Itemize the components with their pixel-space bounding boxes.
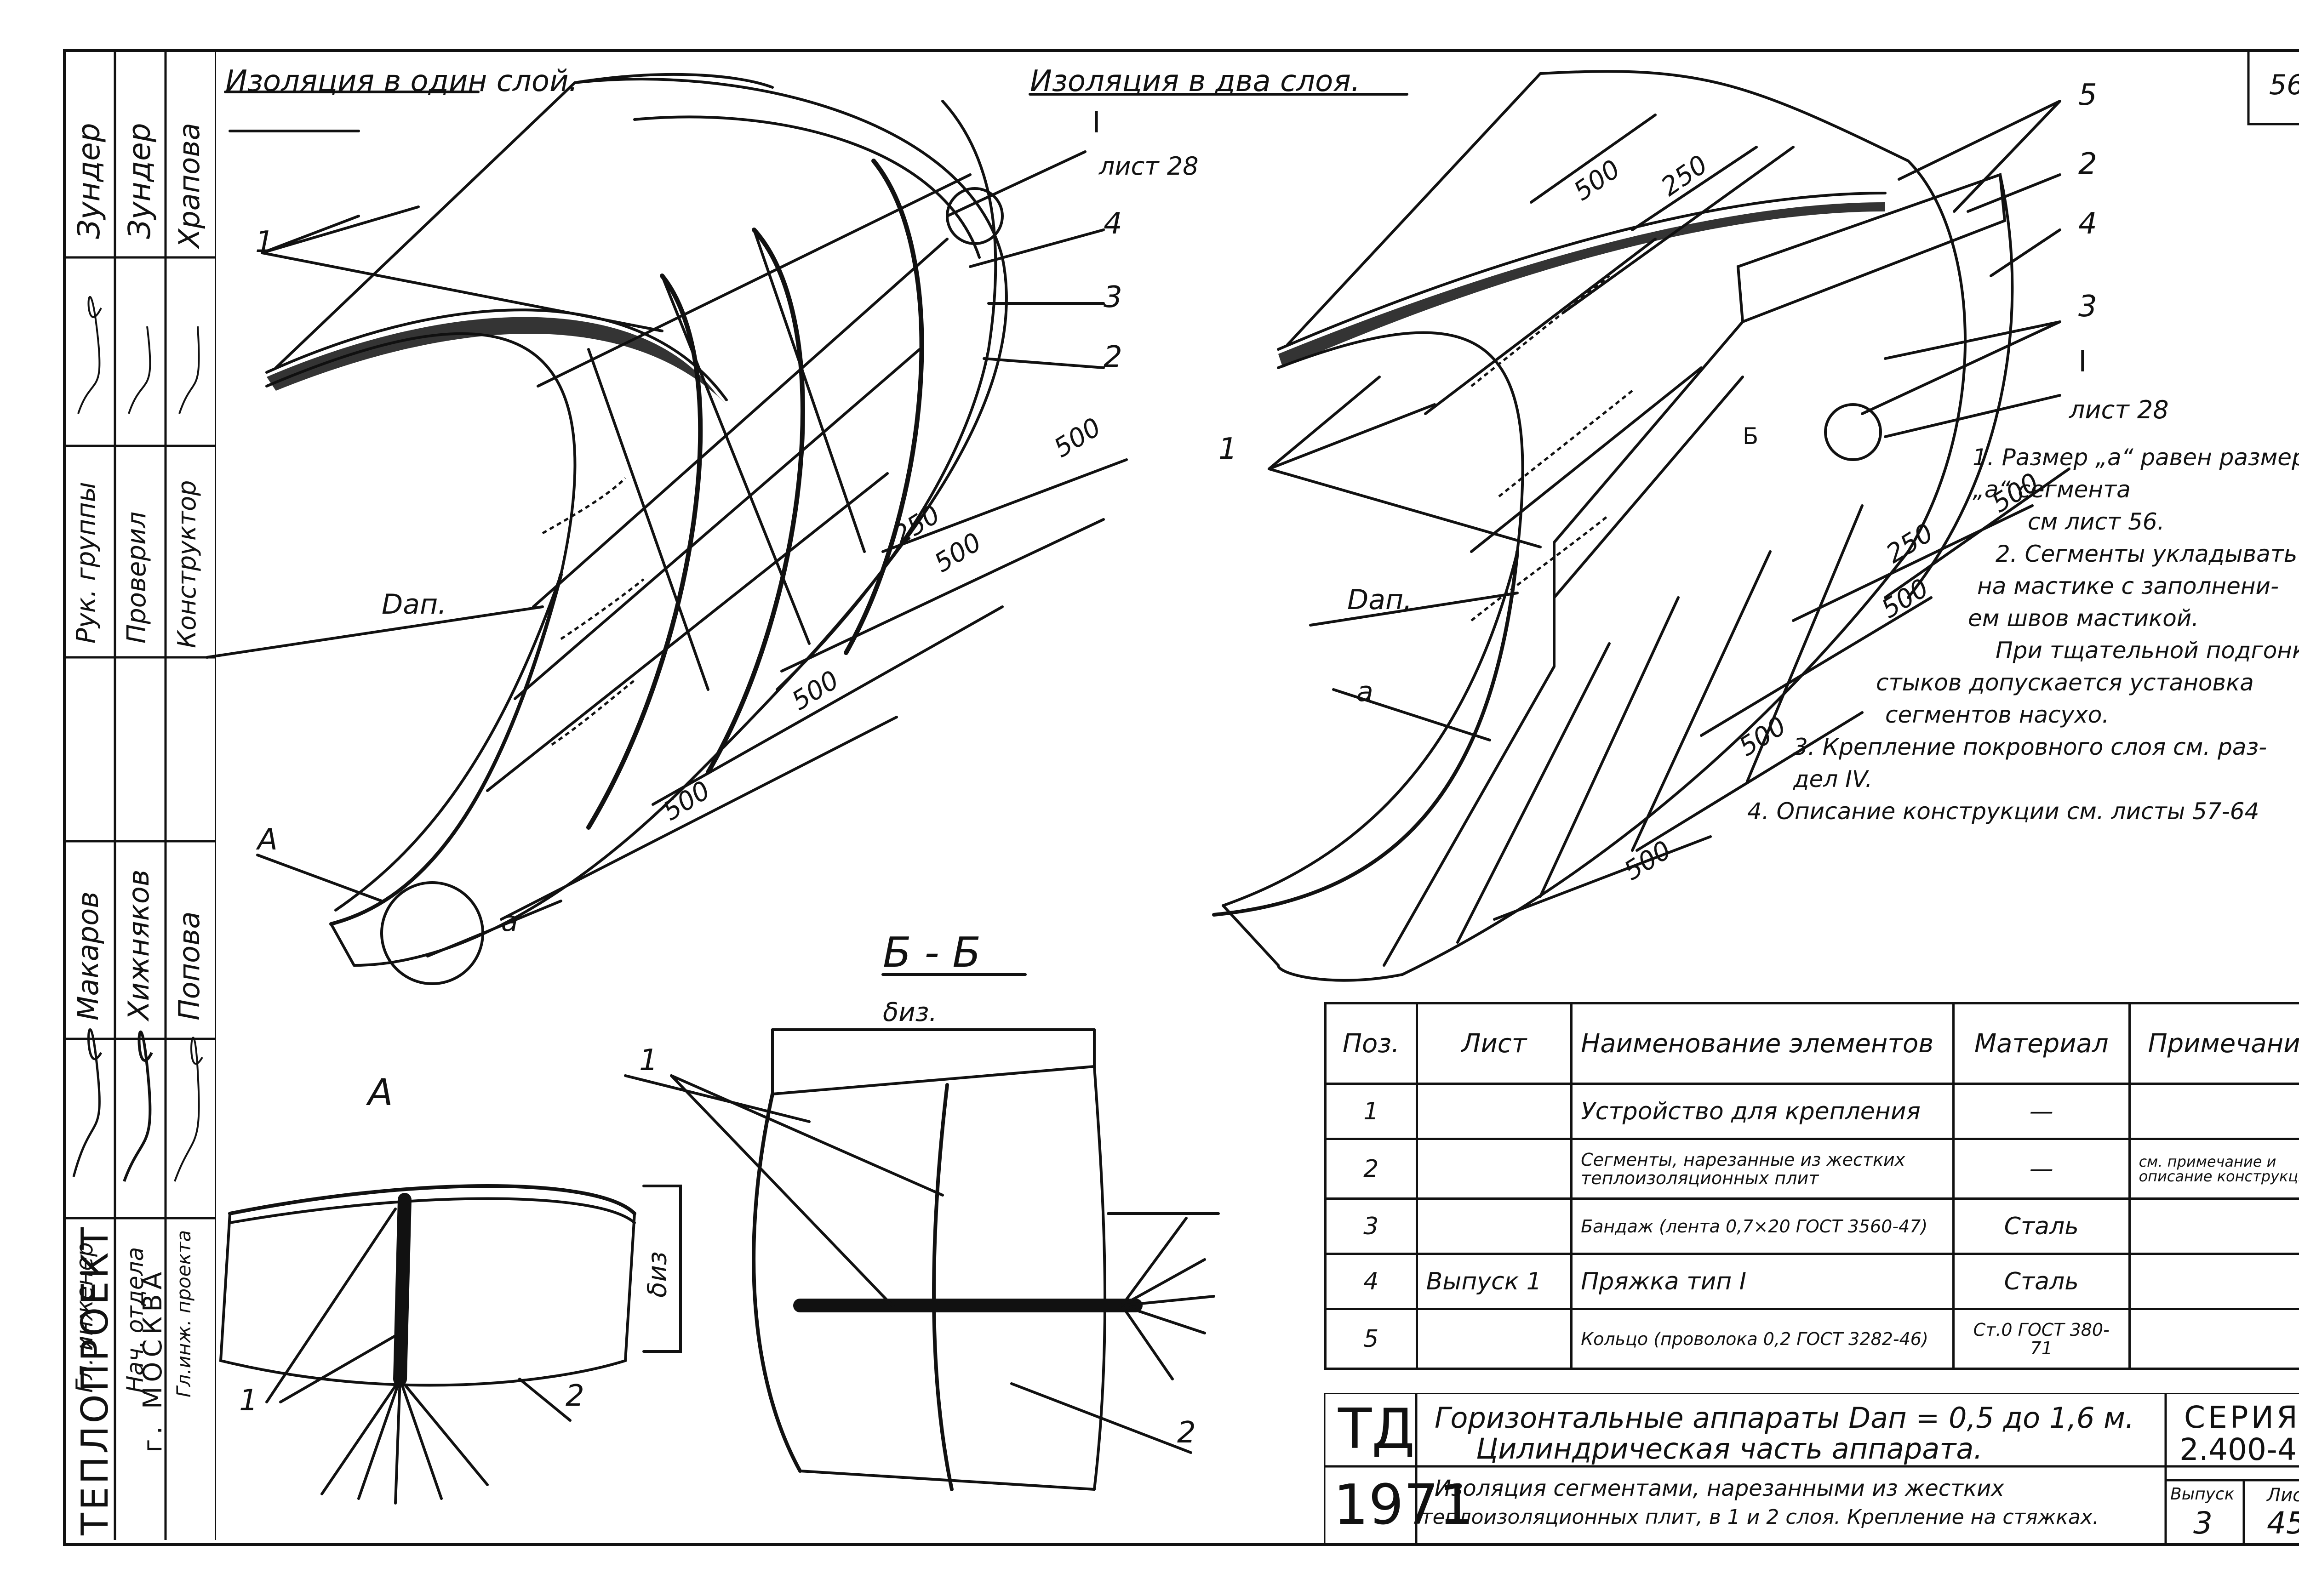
col-header-note: Примечание bbox=[2128, 1002, 2299, 1085]
tb-issue-label: Выпуск bbox=[2170, 1485, 2235, 1504]
table-row: 4 Выпуск 1 Пряжка тип I Сталь bbox=[1324, 1253, 2299, 1310]
note-line: 4. Описание конструкции см. листы 57-64 bbox=[1747, 798, 2259, 825]
notes-block: 1. Размер „а“ равен размеру „а“ сегмента… bbox=[1973, 441, 2299, 538]
right-callout-2: 2 bbox=[2078, 147, 2097, 181]
left-detail-a-ref: А bbox=[257, 823, 278, 857]
specification-table: Поз. Лист Наименование элементов Материа… bbox=[1324, 1002, 2299, 1370]
tb-title-line2: Цилиндрическая часть аппарата. bbox=[1476, 1432, 1983, 1465]
note-line: 3. Крепление покровного слоя см. раз- bbox=[1793, 734, 2267, 760]
right-section-b: Б bbox=[1743, 423, 1759, 450]
note-line: см лист 56. bbox=[2028, 508, 2165, 535]
tb-issue-value: 3 bbox=[2193, 1505, 2213, 1541]
right-ref-sheet: лист 28 bbox=[2069, 395, 2169, 424]
left-callout-2: 2 bbox=[1104, 340, 1122, 374]
left-ref-I: I bbox=[1092, 106, 1101, 140]
heading-single-layer: Изоляция в один слой. bbox=[225, 64, 578, 98]
left-dim-a: а bbox=[501, 906, 518, 938]
left-ref-sheet: лист 28 bbox=[1099, 152, 1199, 181]
table-row: 3 Бандаж (лента 0,7×20 ГОСТ 3560-47) Ста… bbox=[1324, 1197, 2299, 1255]
left-diameter-label: Dап. bbox=[382, 588, 447, 621]
spec-header-row: Поз. Лист Наименование элементов Материа… bbox=[1324, 1002, 2299, 1085]
note-line: ем швов мастикой. bbox=[1968, 605, 2199, 632]
notes-block-2: 2. Сегменты укладывать на мастике с запо… bbox=[1747, 538, 2299, 827]
right-callout-4: 4 bbox=[2078, 207, 2097, 241]
left-callout-4: 4 bbox=[1104, 207, 1122, 241]
col-header-name: Наименование элементов bbox=[1570, 1002, 1955, 1085]
section-callout-2: 2 bbox=[1177, 1416, 1196, 1450]
tb-sheet-value: 45 bbox=[2267, 1505, 2299, 1541]
heading-section-bb: Б - Б bbox=[883, 929, 981, 977]
right-callout-5: 5 bbox=[2078, 78, 2097, 112]
note-line: При тщательной подгонке bbox=[1996, 637, 2299, 664]
corner-sheet-number: 56 bbox=[2269, 69, 2299, 101]
tb-td: ТД bbox=[1338, 1397, 1415, 1461]
table-row: 2 Сегменты, нарезанные из жестких теплои… bbox=[1324, 1138, 2299, 1200]
signature-stamp: Зундер Зундер Храпова Рук. группы Провер… bbox=[64, 51, 216, 1540]
title-block-grid bbox=[1324, 1393, 2299, 1545]
note-line: 1. Размер „а“ равен размеру „а“ сегмента bbox=[1973, 444, 2299, 503]
left-callout-3: 3 bbox=[1104, 280, 1122, 314]
tb-sheet-label: Лист bbox=[2267, 1485, 2299, 1506]
tb-title-line1: Горизонтальные аппараты Dап = 0,5 до 1,6… bbox=[1435, 1401, 2134, 1435]
note-line: на мастике с заполнени- bbox=[1977, 573, 2279, 599]
note-line: стыков допускается установка bbox=[1876, 669, 2254, 696]
detail-a-callout-2: 2 bbox=[566, 1379, 584, 1413]
left-callout-1: 1 bbox=[255, 225, 274, 259]
right-diameter-label: Dап. bbox=[1347, 584, 1413, 616]
col-header-material: Материал bbox=[1952, 1002, 2131, 1085]
col-header-pos: Поз. bbox=[1324, 1002, 1418, 1085]
right-dim-a: а bbox=[1356, 676, 1373, 708]
detail-a-callout-1: 1 bbox=[239, 1384, 258, 1418]
section-callout-1: 1 bbox=[639, 1043, 658, 1077]
tb-series-value: 2.400-4 bbox=[2179, 1432, 2297, 1467]
tb-desc-line2: теплоизоляционных плит, в 1 и 2 слоя. Кр… bbox=[1421, 1505, 2099, 1529]
title-block: ТД 1971 Горизонтальные аппараты Dап = 0,… bbox=[1324, 1393, 2299, 1545]
detail-a-thickness: δиз bbox=[642, 1251, 673, 1298]
tb-desc-line1: Изоляция сегментами, нарезанными из жест… bbox=[1435, 1476, 2004, 1501]
note-line: 2. Сегменты укладывать bbox=[1996, 541, 2298, 567]
right-ref-I: I bbox=[2078, 345, 2087, 379]
heading-double-layer: Изоляция в два слоя. bbox=[1030, 64, 1361, 98]
tb-year: 1971 bbox=[1333, 1473, 1474, 1537]
table-row: 1 Устройство для крепления — bbox=[1324, 1083, 2299, 1140]
col-header-sheet: Лист bbox=[1415, 1002, 1573, 1085]
section-thickness: δиз. bbox=[883, 998, 938, 1027]
note-line: дел IV. bbox=[1793, 766, 1873, 792]
right-callout-1: 1 bbox=[1218, 432, 1237, 466]
note-line: сегментов насухо. bbox=[1885, 701, 2110, 728]
right-callout-3: 3 bbox=[2078, 290, 2097, 324]
stamp-grid bbox=[64, 51, 216, 1540]
table-row: 5 Кольцо (проволока 0,2 ГОСТ 3282-46) Ст… bbox=[1324, 1308, 2299, 1370]
tb-series-label: СЕРИЯ bbox=[2184, 1400, 2299, 1435]
heading-detail-a: А bbox=[368, 1071, 393, 1114]
